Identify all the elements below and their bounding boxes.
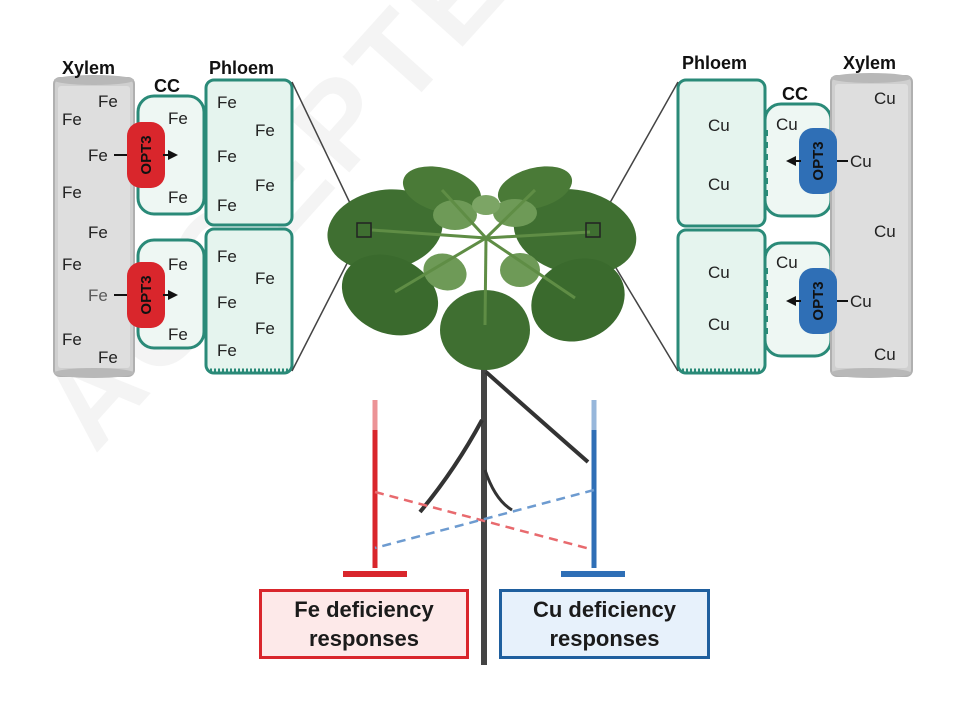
right-xylem-bottom — [831, 368, 911, 378]
right-cc-label: CC — [782, 84, 808, 104]
left-phloem-ion: Fe — [255, 319, 275, 338]
root-branch-left — [418, 419, 484, 514]
right-opt3-label-top: OPT3 — [810, 141, 827, 180]
petioles — [371, 188, 591, 326]
left-leaf-zoom-box — [356, 222, 372, 238]
left-xylem-top — [54, 75, 134, 85]
left-transport-ion-top: Fe — [88, 146, 108, 165]
left-xylem-ion: Fe — [62, 183, 82, 202]
left-phloem-label: Phloem — [209, 58, 274, 78]
leaf — [423, 253, 467, 291]
left-phloem-ion: Fe — [217, 147, 237, 166]
left-zoom-line-top — [291, 81, 361, 225]
right-influx-arrow-bottom — [786, 296, 796, 306]
leaf — [497, 166, 573, 210]
right-phloem-ion: Cu — [708, 175, 730, 194]
left-phloem-ion: Fe — [217, 93, 237, 112]
fe-box-line2: responses — [308, 626, 420, 651]
left-opt3-transporter-top — [127, 122, 165, 188]
right-phloem-ion: Cu — [708, 315, 730, 334]
left-transport-ion-bottom: Fe — [88, 286, 108, 305]
signal-lines — [343, 395, 625, 577]
left-opt3-transporter-bottom — [127, 262, 165, 328]
root-branch-right — [484, 370, 590, 464]
right-phloem-top — [676, 78, 767, 228]
left-phloem-top — [204, 78, 294, 227]
left-influx-arrow-bottom — [168, 290, 178, 300]
right-panel: Phloem CC Xylem Cu Cu Cu Cu Cu Cu OPT3 O… — [597, 53, 913, 378]
left-cc-ion: Fe — [168, 188, 188, 207]
right-xylem-ion: Cu — [874, 222, 896, 241]
left-opt3-label-bottom: OPT3 — [138, 275, 155, 314]
left-xylem-ion: Fe — [88, 223, 108, 242]
right-opt3-transporter-top — [799, 128, 837, 194]
left-xylem-bottom — [54, 368, 134, 378]
right-xylem-ion: Cu — [874, 89, 896, 108]
leaf — [341, 254, 439, 336]
left-phloem-ion: Fe — [217, 293, 237, 312]
left-phloem-ion: Fe — [217, 247, 237, 266]
leaf — [440, 290, 530, 370]
right-opt3-transporter-bottom — [799, 268, 837, 334]
left-phloem-ion: Fe — [255, 121, 275, 140]
cu-to-fe-crossline — [374, 488, 595, 550]
left-phloem-ion: Fe — [217, 341, 237, 360]
right-xylem-top — [831, 73, 911, 83]
plant-rosette — [327, 166, 637, 370]
left-phloem-ion: Fe — [255, 176, 275, 195]
left-xylem-label: Xylem — [62, 58, 115, 78]
left-xylem-ion: Fe — [62, 330, 82, 349]
left-cc-ion: Fe — [168, 255, 188, 274]
right-cc-ion: Cu — [776, 115, 798, 134]
right-transport-ion-top: Cu — [850, 152, 872, 171]
left-cc-ion: Fe — [168, 325, 188, 344]
right-phloem-ion: Cu — [708, 116, 730, 135]
left-phloem-ion: Fe — [217, 196, 237, 215]
left-phloem-ion: Fe — [255, 269, 275, 288]
left-opt3-label-top: OPT3 — [138, 135, 155, 174]
fe-to-cu-crossline — [374, 490, 595, 552]
left-xylem-ion: Fe — [98, 348, 118, 367]
right-phloem-ion: Cu — [708, 263, 730, 282]
fe-deficiency-responses-box: Fe deficiency responses — [259, 589, 469, 659]
left-xylem-inner — [58, 86, 130, 368]
right-zoom-line-top — [597, 81, 679, 225]
left-phloem-bottom — [204, 227, 294, 375]
root-system — [418, 355, 590, 665]
right-xylem-ion: Cu — [874, 89, 896, 108]
leaf — [531, 258, 625, 342]
left-cc-ion: Fe — [168, 109, 188, 128]
cu-box-line2: responses — [549, 626, 660, 651]
right-phloem-label: Phloem — [682, 53, 747, 73]
left-xylem-ion: Fe — [98, 92, 118, 111]
right-phloem-bottom — [676, 228, 767, 375]
left-influx-arrow-top — [168, 150, 178, 160]
right-transport-ion-bottom: Cu — [850, 292, 872, 311]
root-branch-small — [483, 469, 513, 512]
right-xylem-label: Xylem — [843, 53, 896, 73]
left-cc-label: CC — [154, 76, 180, 96]
fe-box-line1: Fe deficiency — [294, 597, 434, 622]
right-influx-arrow-top — [786, 156, 796, 166]
leaf — [500, 253, 540, 287]
right-cc-ion: Cu — [776, 253, 798, 272]
left-xylem-ion: Fe — [62, 255, 82, 274]
cu-deficiency-responses-box: Cu deficiency responses — [499, 589, 710, 659]
leaf — [433, 200, 477, 230]
right-xylem-inner — [835, 84, 908, 368]
right-xylem-ion: Cu — [874, 345, 896, 364]
right-opt3-label-bottom: OPT3 — [810, 281, 827, 320]
left-xylem-ion: Fe — [62, 110, 82, 129]
cu-box-line1: Cu deficiency — [532, 597, 677, 622]
right-leaf-zoom-box — [585, 222, 601, 238]
left-panel: Xylem CC Phloem Fe Fe Fe Fe Fe Fe Fe Fe … — [53, 58, 361, 378]
leaf — [472, 195, 500, 215]
